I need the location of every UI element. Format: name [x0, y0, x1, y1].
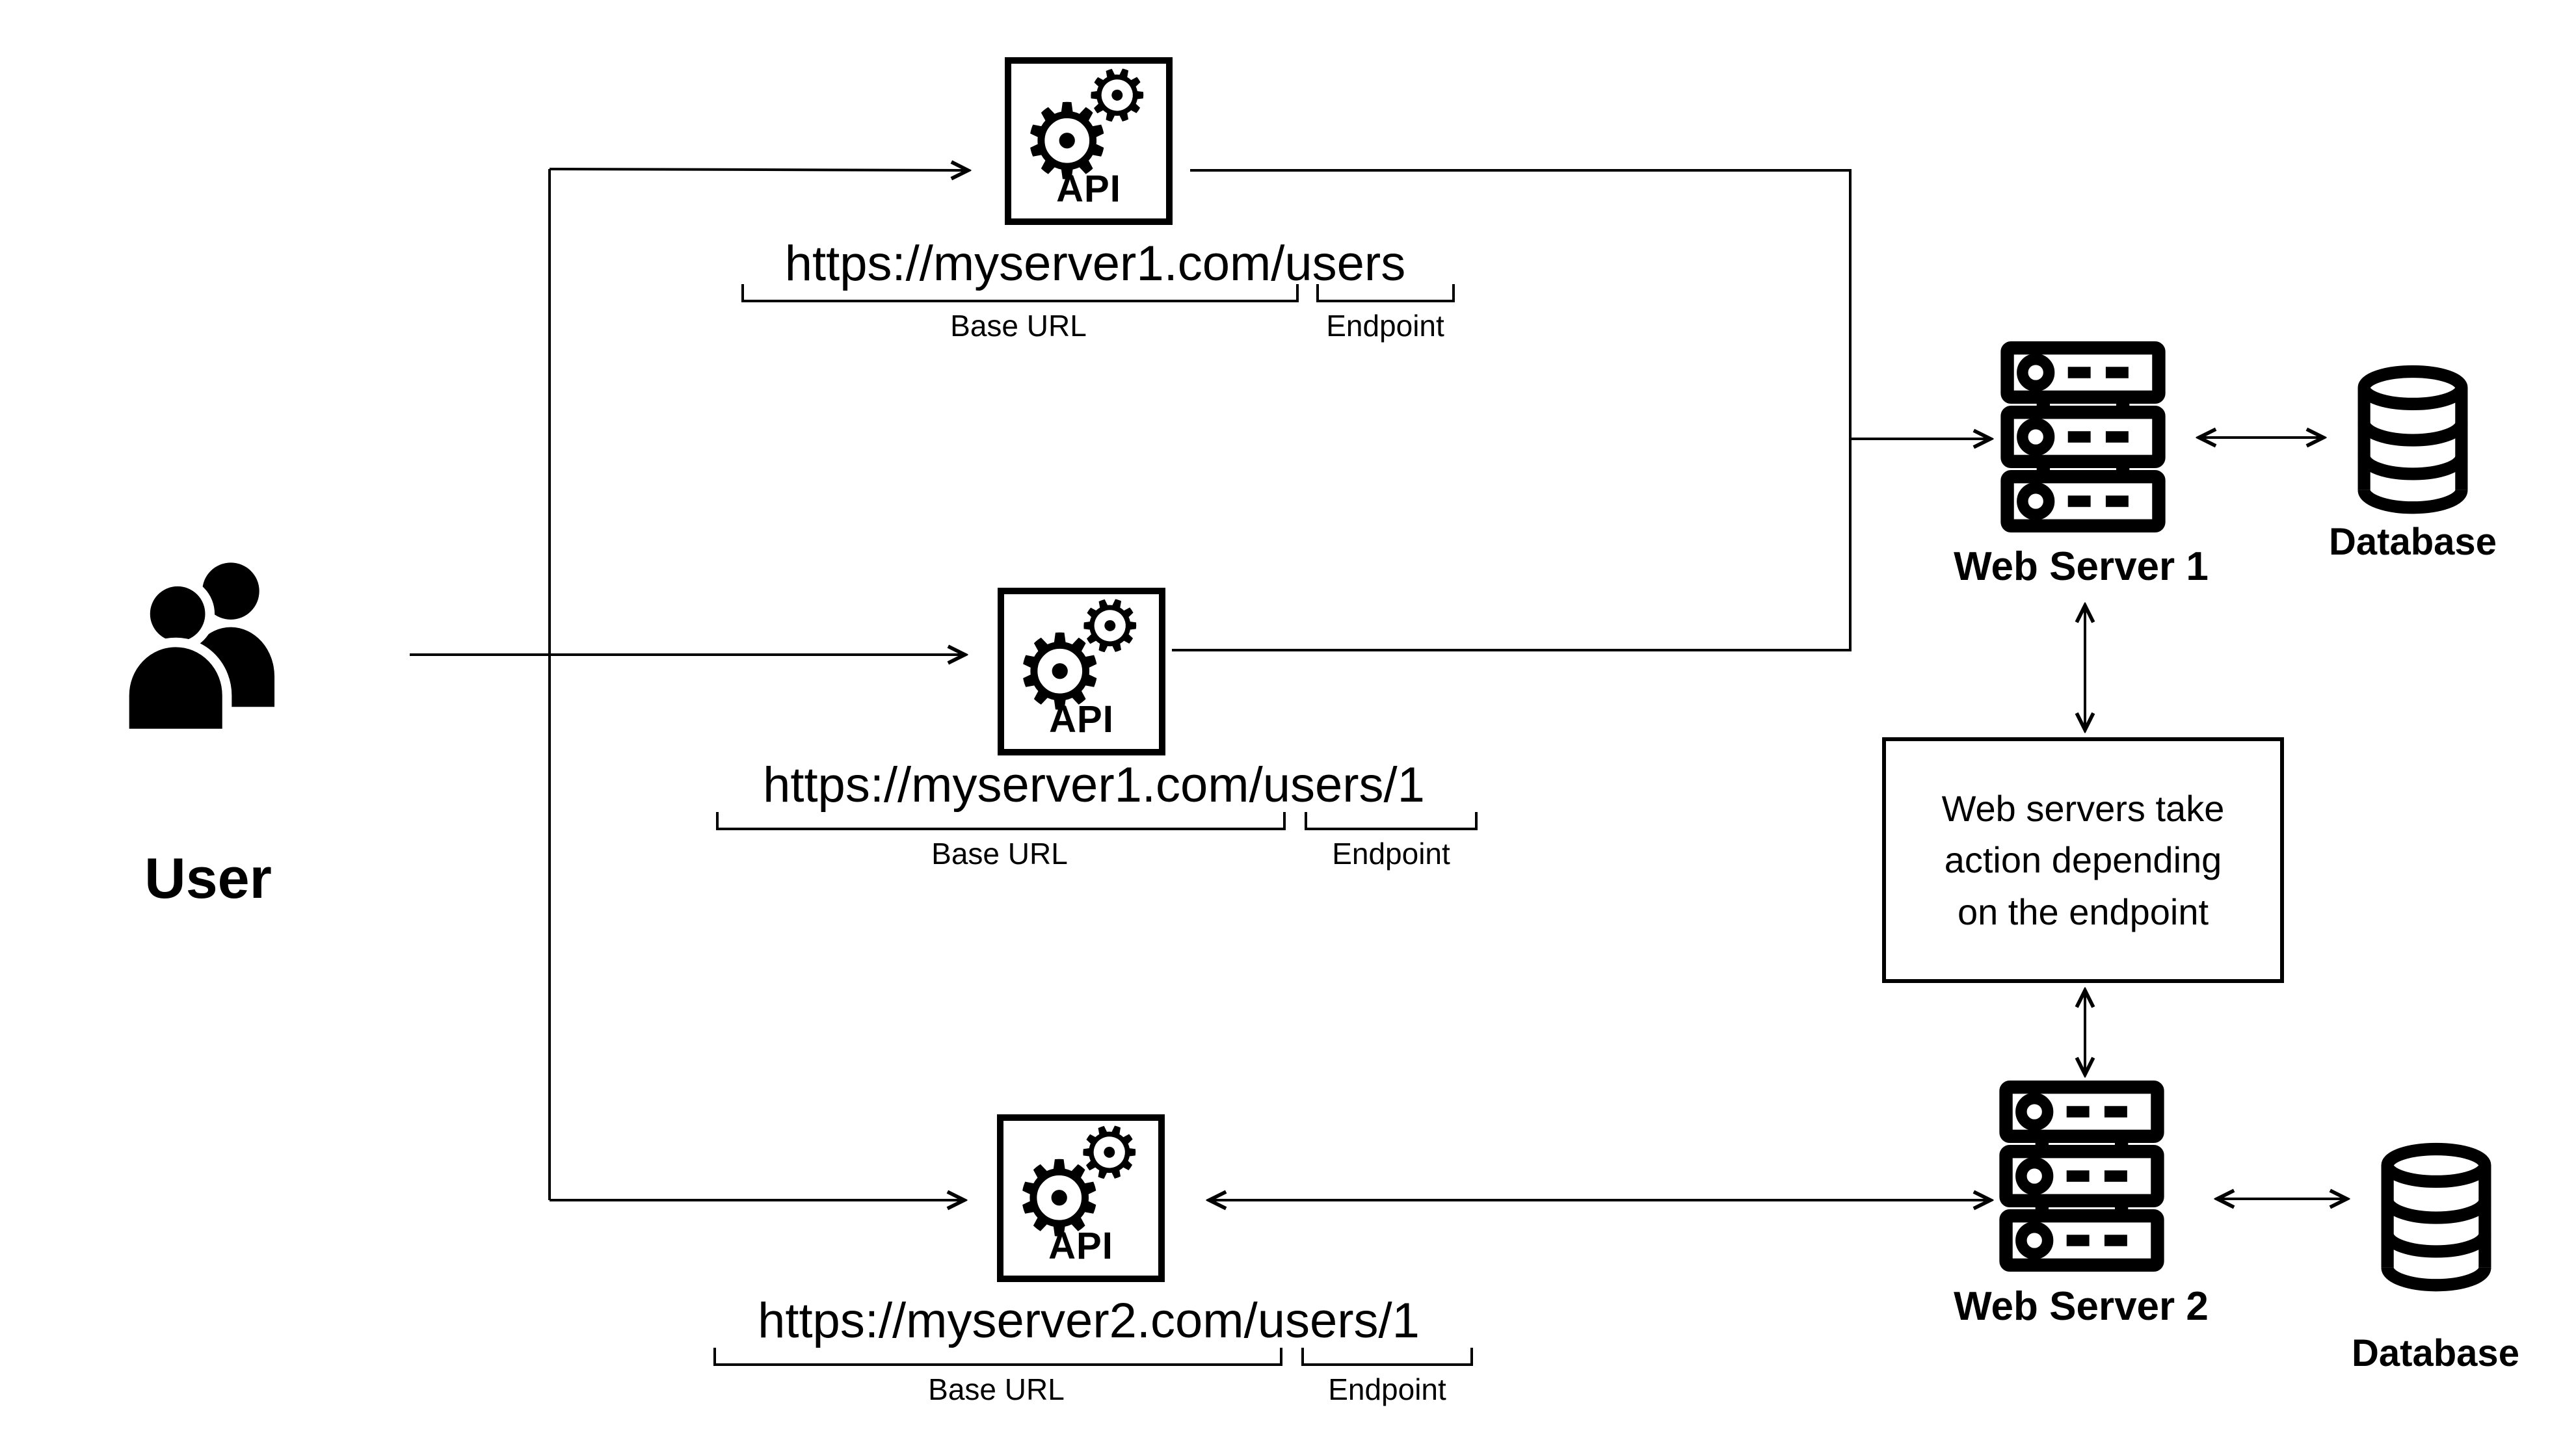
api1-box: ⚙ ⚙ API — [1005, 46, 1173, 225]
api1-base-url-underline — [741, 284, 1299, 302]
webserver2-label: Web Server 2 — [1954, 1284, 2209, 1329]
api1-label: API — [1056, 168, 1121, 210]
webserver1-label: Web Server 1 — [1954, 544, 2209, 589]
api2-base-url-label: Base URL — [931, 837, 1068, 871]
line-branch-to-api1 — [549, 169, 966, 170]
api1-endpoint-underline — [1316, 284, 1455, 302]
api2-url: https://myserver1.com/users/1 — [763, 757, 1425, 813]
api2-endpoint-label: Endpoint — [1332, 837, 1450, 871]
api2-label: API — [1049, 698, 1114, 741]
gear-icon: ⚙ — [1020, 81, 1114, 202]
database1-icon — [2357, 365, 2468, 514]
api2-box: ⚙ ⚙ API — [998, 577, 1165, 755]
database2-icon — [2381, 1142, 2491, 1292]
database2-label: Database — [2352, 1332, 2519, 1374]
api3-endpoint-underline — [1301, 1348, 1473, 1366]
gear-icon: ⚙ — [1013, 611, 1107, 733]
note-box: Web servers take action depending on the… — [1882, 737, 2284, 983]
api3-base-url-label: Base URL — [928, 1372, 1065, 1406]
api3-endpoint-label: Endpoint — [1328, 1372, 1446, 1406]
api3-box: ⚙ ⚙ API — [997, 1103, 1165, 1282]
api3-label: API — [1048, 1225, 1113, 1267]
api1-endpoint-label: Endpoint — [1326, 309, 1444, 343]
api1-base-url-label: Base URL — [950, 309, 1087, 343]
api1-url: https://myserver1.com/users — [784, 236, 1406, 291]
api3-base-url-underline — [713, 1348, 1282, 1366]
api2-base-url-underline — [716, 812, 1286, 830]
database1-label: Database — [2329, 521, 2497, 563]
user-icon — [120, 562, 275, 739]
gear-icon: ⚙ — [1013, 1138, 1106, 1259]
webserver2-icon — [1999, 1080, 2164, 1272]
note-text: Web servers take action depending on the… — [1941, 787, 2225, 932]
api2-endpoint-underline — [1305, 812, 1478, 830]
api3-url: https://myserver2.com/users/1 — [758, 1293, 1420, 1348]
user-label: User — [144, 846, 272, 910]
webserver1-icon — [2000, 341, 2166, 533]
